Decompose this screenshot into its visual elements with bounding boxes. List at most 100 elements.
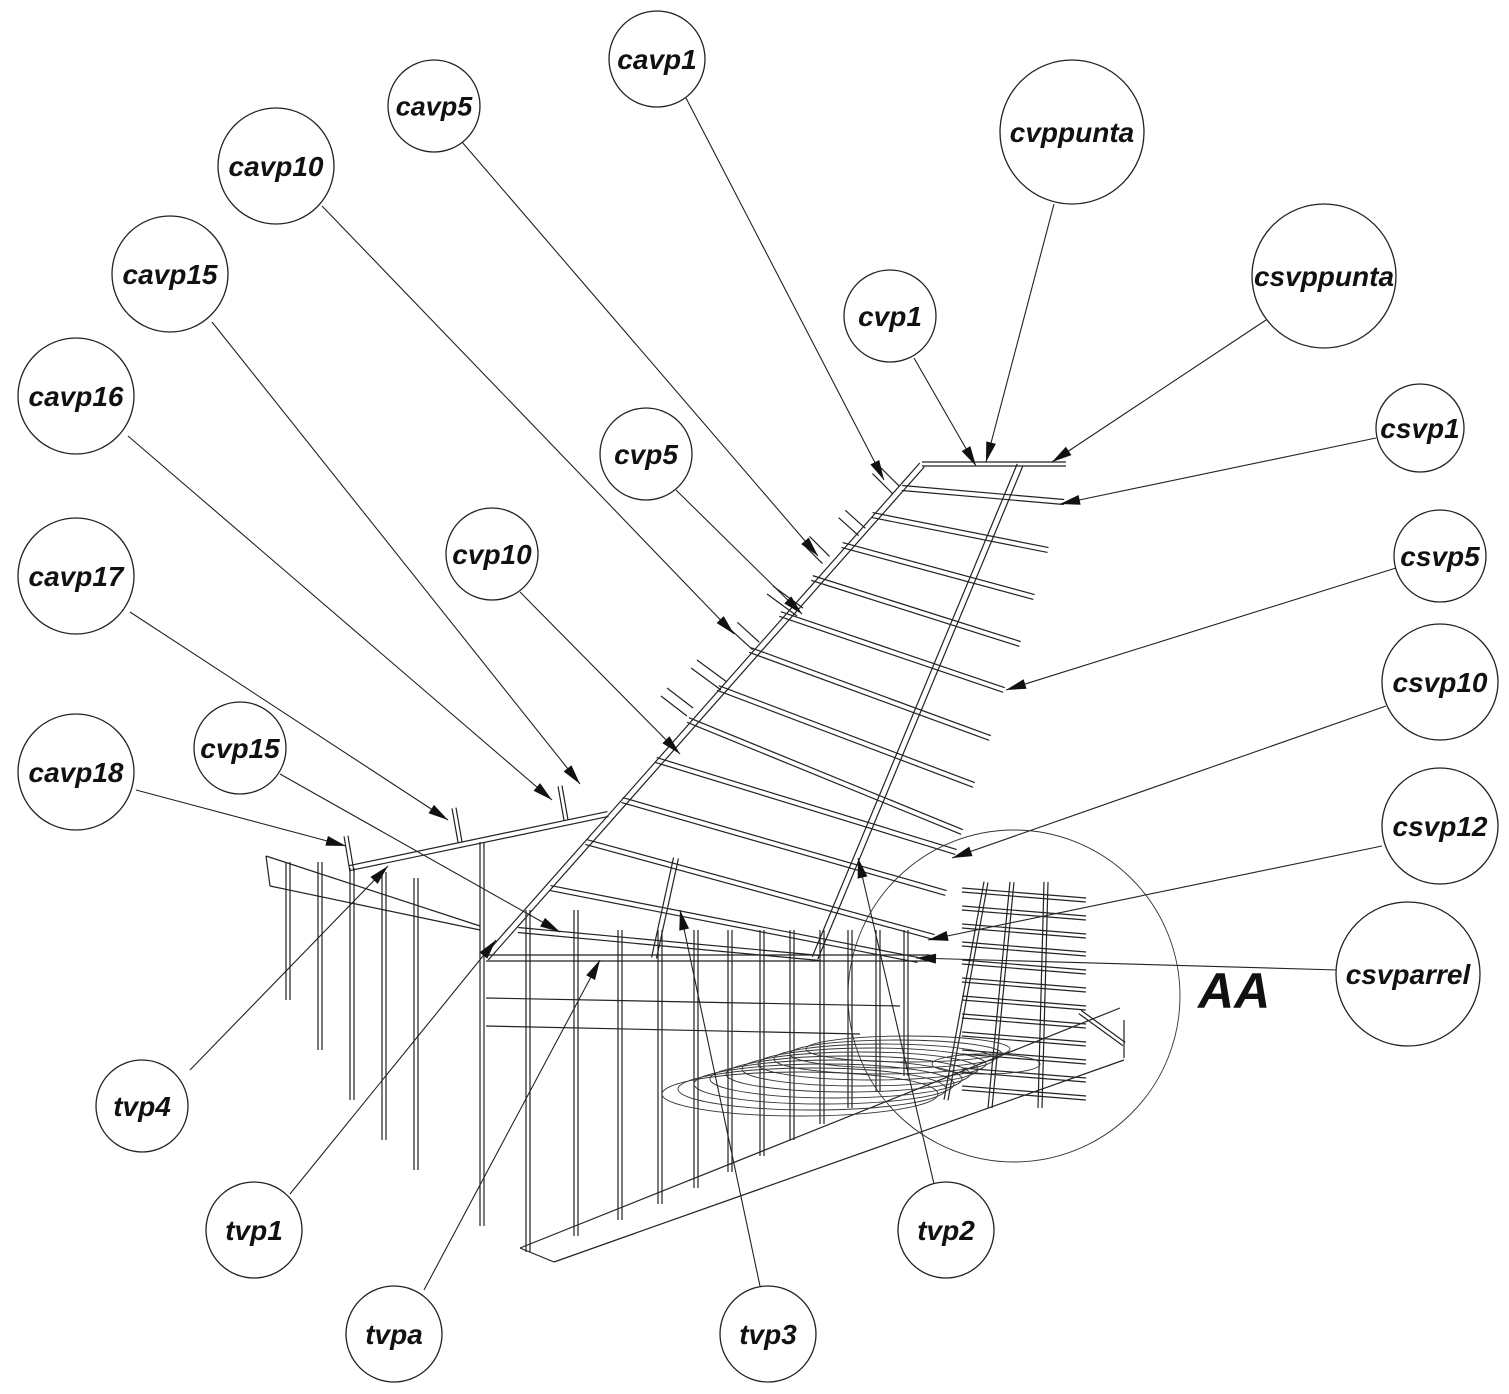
- callout-label: cavp16: [29, 381, 124, 412]
- callout-cvp5: cvp5: [599, 407, 693, 501]
- fillet-post: [451, 808, 459, 843]
- airfoil-rib: [661, 1071, 939, 1117]
- stabilizer-rib: [962, 959, 1087, 971]
- callout-label: tvp1: [225, 1215, 283, 1246]
- stabilizer-spar: [943, 881, 985, 1100]
- airfoil-rib: [709, 1059, 963, 1099]
- fin-rib: [585, 843, 934, 940]
- callout-label: csvp12: [1393, 811, 1488, 842]
- callout-cavp1: cavp1: [608, 10, 706, 108]
- callout-bubble: [1251, 203, 1397, 349]
- callout-label: cavp15: [123, 259, 218, 290]
- leader-cavp15: [211, 321, 581, 785]
- arrowhead-tvpa: [586, 960, 600, 980]
- callout-cavp18: cavp18: [17, 713, 135, 831]
- stabilizer-rib: [961, 999, 1086, 1011]
- longeron: [485, 1025, 861, 1035]
- fillet-post: [347, 835, 355, 872]
- callout-tvpa: tvpa: [345, 1285, 443, 1383]
- callout-label: cavp1: [617, 44, 696, 75]
- stabilizer-rib: [961, 945, 1086, 957]
- leader-cavp18: [135, 789, 347, 847]
- stabilizer-rib: [962, 923, 1087, 935]
- callout-bubble: [445, 507, 539, 601]
- leading-edge-stub: [690, 667, 722, 691]
- callout-bubble: [897, 1181, 995, 1279]
- callout-label: tvp2: [917, 1215, 975, 1246]
- callout-tvp2: tvp2: [897, 1181, 995, 1279]
- fin-rib: [621, 801, 946, 896]
- arrowhead-tvp2: [857, 858, 868, 879]
- callout-label: cvp10: [452, 539, 532, 570]
- callout-bubble: [1335, 901, 1481, 1047]
- fillet-post: [455, 807, 463, 842]
- stabilizer-rib: [962, 1049, 1087, 1061]
- callout-label: cavp17: [29, 561, 125, 592]
- fin-rib: [716, 689, 974, 788]
- fin-rib: [550, 884, 919, 959]
- fin-rib: [841, 546, 1034, 600]
- leader-cvp5: [675, 489, 803, 615]
- fin-rib: [812, 575, 1021, 643]
- arrowhead-csvparrel: [916, 953, 937, 964]
- fin-rib: [655, 761, 956, 855]
- arrowhead-csvp1: [1060, 495, 1081, 505]
- callout-label: cvp5: [614, 439, 678, 470]
- leading-edge-stub: [730, 629, 754, 651]
- callout-bubble: [608, 10, 706, 108]
- fin-rib: [902, 484, 1065, 501]
- leading-edge-stub: [660, 695, 688, 717]
- leading-spar: [487, 466, 925, 961]
- stabilizer-rib: [961, 1089, 1086, 1101]
- callout-bubble: [193, 701, 287, 795]
- callout-tvp3: tvp3: [719, 1285, 817, 1383]
- leading-edge-stub: [879, 466, 900, 487]
- fin-rib: [518, 926, 821, 957]
- leader-cavp1: [685, 97, 885, 481]
- upper-longeron: [269, 885, 481, 931]
- stabilizer-spar: [987, 881, 1011, 1108]
- arrowhead-csvp10: [952, 846, 973, 858]
- callout-bubble: [1375, 383, 1465, 473]
- callout-bubble: [599, 407, 693, 501]
- callout-bubble: [1393, 509, 1487, 603]
- bottom-edge: [519, 1247, 555, 1263]
- fin-rib: [686, 721, 962, 835]
- callout-csvp1: csvp1: [1375, 383, 1465, 473]
- callout-cavp17: cavp17: [17, 517, 135, 635]
- airfoil-rib: [757, 1047, 987, 1081]
- callout-cavp15: cavp15: [111, 215, 229, 333]
- callout-bubble: [387, 59, 481, 153]
- callout-label: cavp18: [29, 757, 124, 788]
- arrowhead-cvp15: [540, 917, 560, 932]
- callout-bubbles: cavp1cavp5cavp10cavp15cavp16cavp17cavp18…: [17, 10, 1499, 1383]
- callout-cvp1: cvp1: [843, 269, 937, 363]
- leader-csvppunta: [1051, 319, 1267, 463]
- stabilizer-rib: [962, 995, 1087, 1007]
- fin-rib: [718, 685, 976, 784]
- frame-edge: [265, 855, 271, 887]
- leader-cavp16: [127, 435, 553, 801]
- leading-edge-stub: [872, 473, 893, 494]
- fin-rib: [750, 647, 992, 737]
- callout-tvp1: tvp1: [205, 1181, 303, 1279]
- stabilizer-rib: [962, 1031, 1087, 1043]
- callout-bubble: [719, 1285, 817, 1383]
- fin-post: [650, 857, 675, 958]
- leading-edge-stub: [736, 621, 760, 643]
- stabilizer-rib: [961, 981, 1086, 993]
- fin-rib: [656, 757, 957, 851]
- callout-label: csvp10: [1393, 667, 1488, 698]
- fin-rib: [871, 516, 1048, 554]
- fin-rib: [811, 579, 1020, 647]
- leading-edge-stub: [666, 687, 694, 709]
- arrowhead-cvppunta: [986, 441, 996, 462]
- leader-tvp1: [289, 939, 497, 1195]
- callout-bubble: [205, 1181, 303, 1279]
- callout-label: cvp1: [858, 301, 922, 332]
- callout-cvppunta: cvppunta: [999, 59, 1145, 205]
- callout-label: cvppunta: [1010, 117, 1134, 148]
- leader-tvpa: [423, 959, 601, 1291]
- leading-edge-stub: [696, 659, 728, 683]
